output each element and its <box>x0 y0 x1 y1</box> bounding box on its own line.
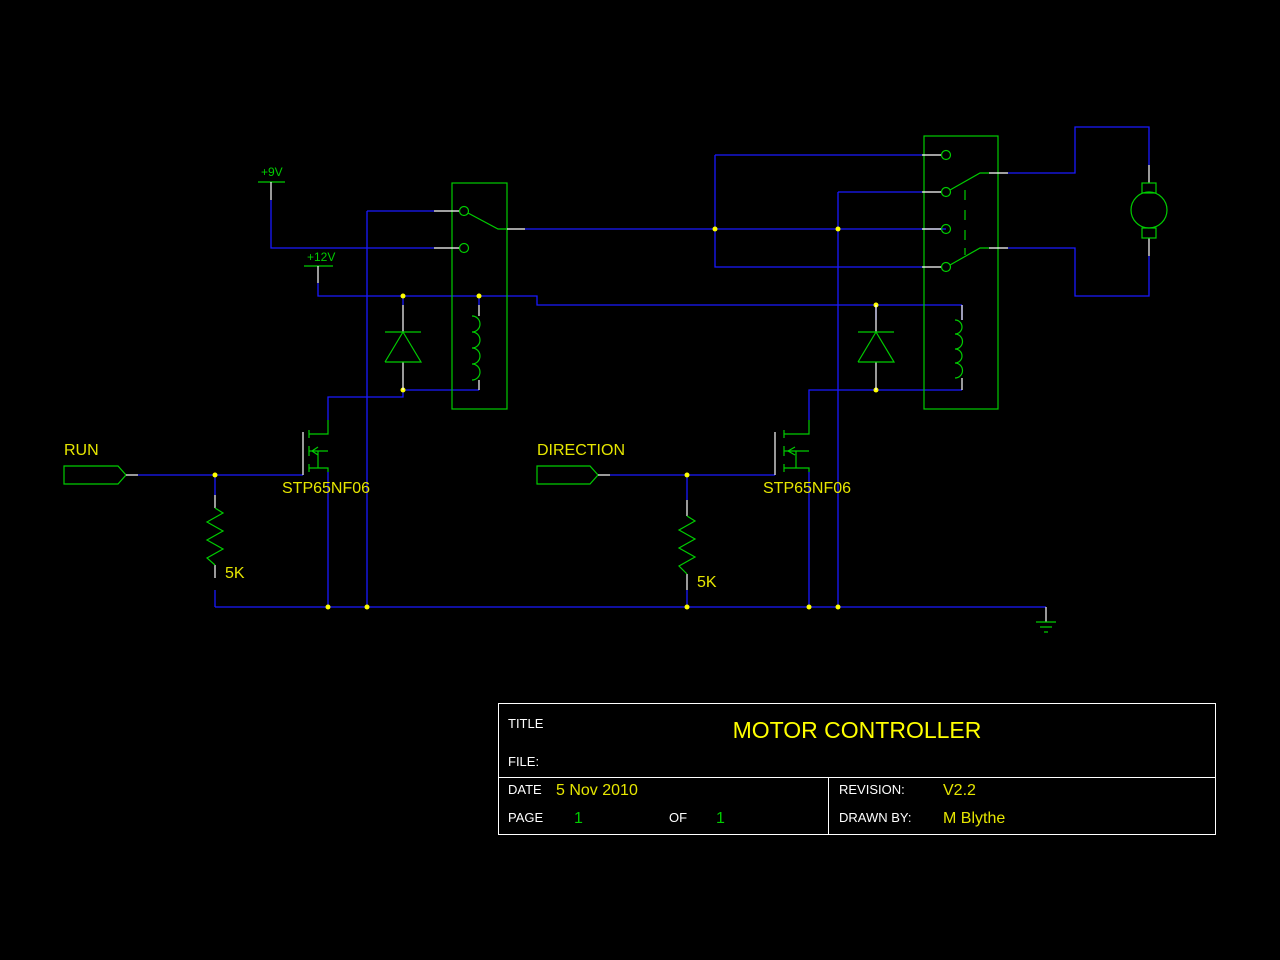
junctions <box>212 226 879 610</box>
direction-connector <box>536 465 610 485</box>
revision-field-label: REVISION: <box>839 782 905 797</box>
diode-2 <box>857 305 896 390</box>
page-value: 1 <box>574 810 583 827</box>
junction-dot <box>325 604 331 610</box>
title-field-label: TITLE <box>508 716 544 731</box>
of-value: 1 <box>716 810 725 827</box>
revision-value: V2.2 <box>943 782 976 799</box>
ground-symbol <box>1036 607 1056 633</box>
motor <box>1130 165 1168 256</box>
mosfet-1 <box>302 420 329 475</box>
file-field-label: FILE: <box>508 754 539 769</box>
diode-1 <box>384 305 423 390</box>
direction-label: DIRECTION <box>537 442 625 459</box>
junction-dot <box>684 604 690 610</box>
date-field-label: DATE <box>508 782 542 797</box>
title-block: TITLE MOTOR CONTROLLER FILE: DATE 5 Nov … <box>498 703 1216 835</box>
mosfet-1-label: STP65NF06 <box>282 480 370 497</box>
junction-dot <box>212 472 218 478</box>
page-field-label: PAGE <box>508 810 543 825</box>
resistor-2 <box>677 500 697 590</box>
of-field-label: OF <box>669 810 687 825</box>
junction-dot <box>400 293 406 299</box>
supply-9v-label: +9V <box>261 165 283 179</box>
resistor-1-label: 5K <box>225 565 245 582</box>
wires <box>138 126 1150 608</box>
run-label: RUN <box>64 442 99 459</box>
resistor-2-label: 5K <box>697 574 717 591</box>
supply-12v-label: +12V <box>307 250 335 264</box>
run-connector <box>63 465 138 485</box>
mosfet-2 <box>774 420 810 475</box>
junction-dot <box>364 604 370 610</box>
drawn-by-value: M Blythe <box>943 810 1005 827</box>
relay-2 <box>922 135 1008 410</box>
supply-12v-symbol <box>304 265 333 283</box>
resistor-1 <box>205 495 225 578</box>
junction-dot <box>806 604 812 610</box>
junction-dot <box>835 226 841 232</box>
date-value: 5 Nov 2010 <box>556 782 638 799</box>
drawing-title: MOTOR CONTROLLER <box>733 717 982 743</box>
junction-dot <box>835 604 841 610</box>
drawn-by-field-label: DRAWN BY: <box>839 810 911 825</box>
junction-dot <box>712 226 718 232</box>
mosfet-2-label: STP65NF06 <box>763 480 851 497</box>
relay-1 <box>434 182 525 410</box>
supply-9v-symbol <box>258 181 285 200</box>
junction-dot <box>476 293 482 299</box>
junction-dot <box>684 472 690 478</box>
